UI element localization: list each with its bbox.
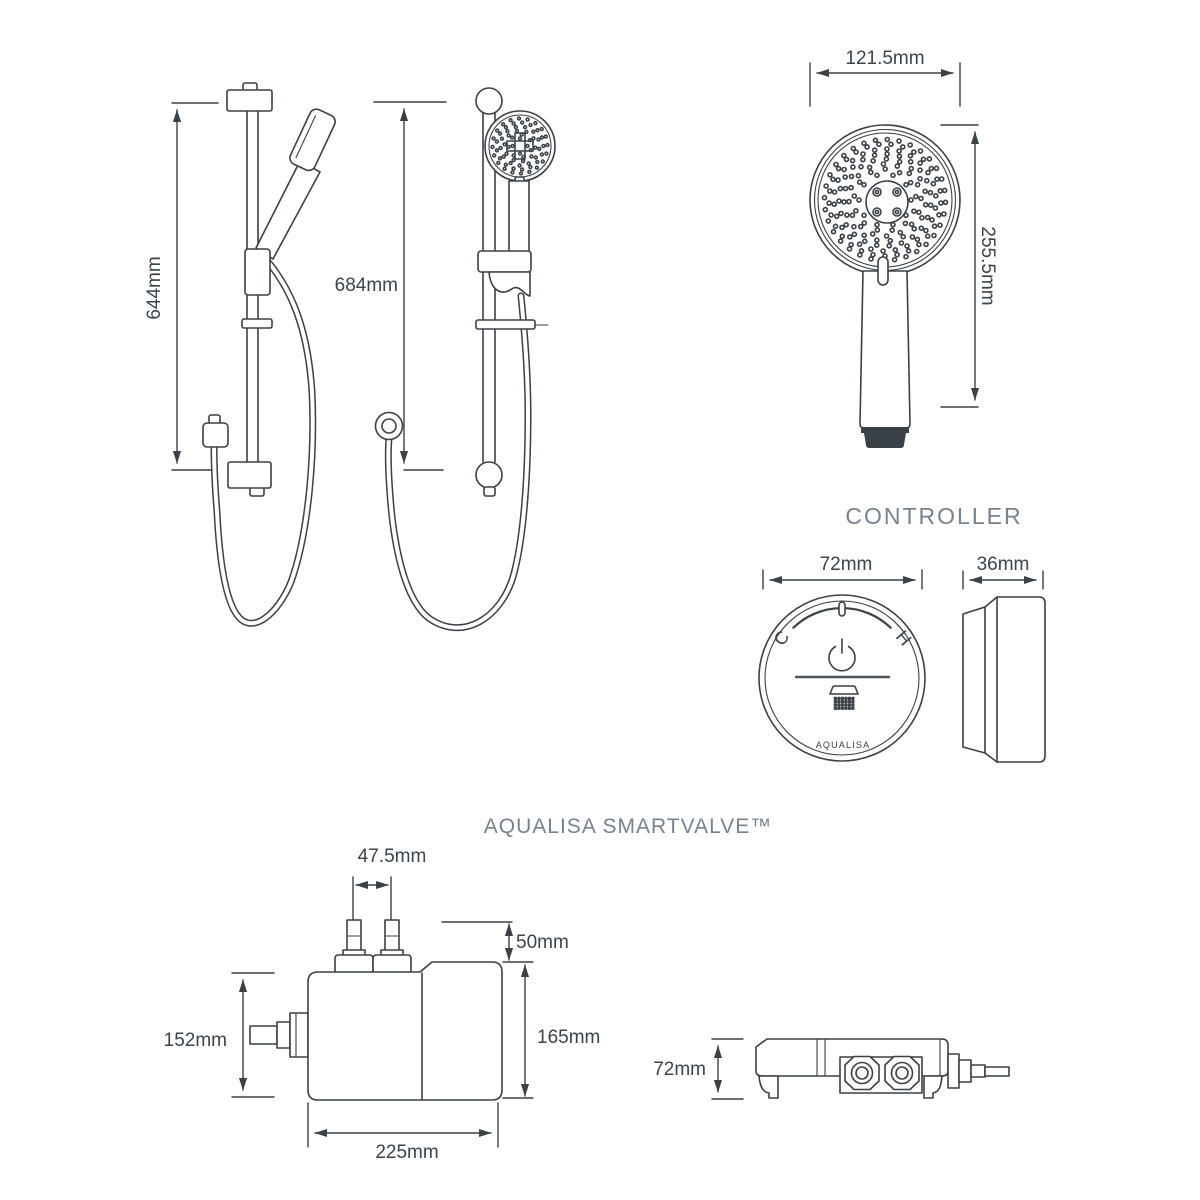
rail-end-cap-bottom — [475, 461, 503, 489]
arc-top-marker — [838, 601, 846, 617]
dim-label-255-5: 255.5mm — [977, 226, 998, 305]
controller-side-view — [962, 596, 1046, 763]
rail-end-cap-top — [475, 87, 503, 115]
cold-label: C — [770, 627, 794, 650]
controller-body — [758, 594, 926, 762]
handset-head-front-small — [484, 110, 556, 188]
handset-hub — [865, 180, 909, 224]
valve-body — [307, 961, 503, 1101]
rail-slider — [244, 248, 271, 296]
dim-controller-depth: 36mm — [962, 554, 1044, 590]
dim-label-165: 165mm — [537, 1027, 600, 1048]
shower-rail-front-view — [374, 87, 556, 632]
outlet-spout-left — [249, 1012, 309, 1058]
dim-overall-height: 165mm — [502, 964, 600, 1099]
inlet-pipe-left — [334, 919, 374, 974]
dim-label-644: 644mm — [144, 256, 165, 319]
port-nut-right — [884, 1055, 920, 1091]
controller-front-view: C H AQUALISA — [758, 594, 926, 762]
dim-label-50: 50mm — [516, 932, 569, 953]
controller-title: CONTROLLER — [845, 503, 1022, 529]
dim-controller-width: 72mm — [762, 554, 923, 590]
dim-rail-side-height: 644mm — [144, 102, 219, 471]
controller-brand-label: AQUALISA — [816, 740, 871, 750]
handset-head-side — [289, 108, 336, 172]
handset-handle-front — [508, 180, 530, 253]
rail-clamp-front — [475, 319, 536, 330]
smartvalve-title: AQUALISA SMARTVALVE™ — [484, 815, 772, 838]
smartvalve-front-view — [249, 919, 503, 1101]
handset-handle — [859, 270, 911, 429]
dim-label-72-side: 72mm — [653, 1059, 706, 1080]
inlet-pipe-right — [372, 919, 412, 974]
wall-outlet-elbow — [202, 422, 229, 448]
dim-body-width: 225mm — [307, 1102, 499, 1163]
controller-backplate — [962, 606, 986, 754]
rail-clamp — [241, 318, 273, 329]
rail-top-bracket — [226, 89, 273, 112]
dim-label-684: 684mm — [335, 275, 398, 296]
dim-label-47-5: 47.5mm — [358, 846, 427, 867]
handset-mode-lever — [877, 256, 889, 286]
shower-rail-side-view — [202, 82, 336, 627]
handset-handle-side — [255, 160, 321, 260]
dim-side-height: 72mm — [653, 1038, 744, 1100]
dim-inlet-spacing: 47.5mm — [352, 846, 427, 921]
controller-drum — [996, 596, 1046, 763]
rail-bottom-bracket — [227, 461, 272, 489]
dim-label-152: 152mm — [164, 1030, 227, 1051]
dim-body-height: 152mm — [164, 972, 275, 1098]
port-nut-left — [844, 1055, 880, 1091]
dim-label-36: 36mm — [977, 554, 1030, 575]
handset-holder-hook — [488, 271, 531, 297]
hub-screws — [872, 187, 902, 217]
smartvalve-side-view — [755, 1038, 1010, 1099]
dim-rail-front-height: 684mm — [335, 101, 447, 471]
outlet-spout-side — [947, 1053, 1010, 1089]
shower-spray-icon — [829, 685, 859, 710]
handset-front-view — [809, 124, 961, 448]
dim-handset-width: 121.5mm — [809, 48, 961, 107]
valve-foot-left — [758, 1075, 779, 1099]
valve-foot-right — [923, 1075, 943, 1099]
dim-handset-height: 255.5mm — [940, 124, 998, 408]
dim-inlet-height: 50mm — [441, 921, 569, 963]
power-icon — [828, 638, 856, 672]
rail-slider-front — [477, 250, 532, 273]
dim-label-72: 72mm — [820, 554, 873, 575]
dim-label-225: 225mm — [375, 1142, 438, 1163]
dim-label-121-5: 121.5mm — [845, 48, 924, 69]
